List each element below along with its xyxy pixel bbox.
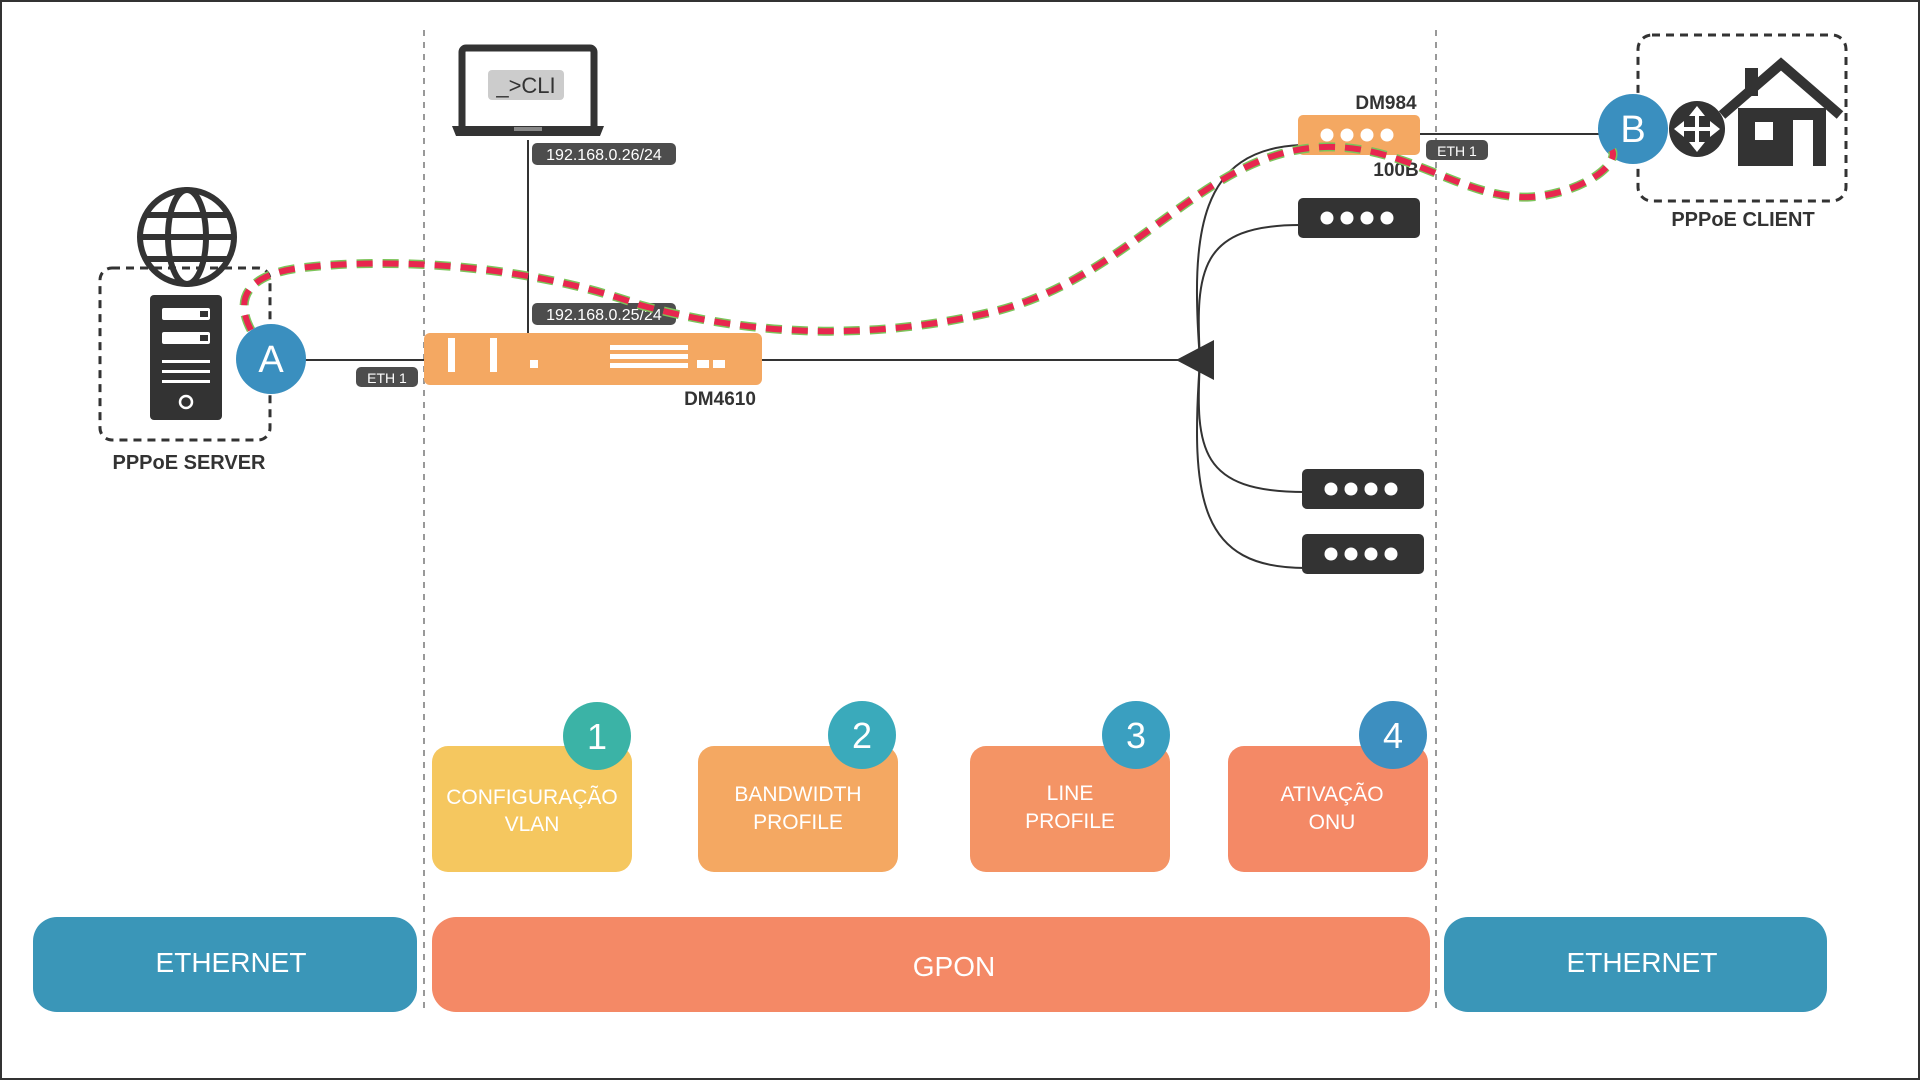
step-box (1228, 746, 1428, 872)
splitter-fiber-lines (1195, 144, 1306, 569)
marker-b-label: B (1620, 109, 1645, 151)
globe-icon (137, 187, 237, 287)
client-group: PPPoE CLIENT (1636, 33, 1848, 231)
step-1: CONFIGURAÇÃO VLAN 1 (432, 702, 632, 872)
onu-model-suffix: 100B (1373, 160, 1418, 181)
segment-bar (432, 917, 1430, 1012)
onu-name-label: DM984 (1355, 93, 1417, 114)
olt-chassis (424, 333, 762, 385)
step-line1: BANDWIDTH (734, 783, 861, 806)
step-line2: VLAN (505, 813, 560, 836)
marker-b-circle (1598, 94, 1668, 164)
step-badge (1102, 701, 1170, 769)
step-2: BANDWIDTH PROFILE 2 (698, 701, 898, 872)
segment-ethernet-left: ETHERNET (33, 917, 417, 1012)
step-badge (1359, 701, 1427, 769)
step-line2: PROFILE (753, 811, 843, 834)
laptop-ip-label: 192.168.0.26/24 (546, 147, 662, 164)
step-4: ATIVAÇÃO ONU 4 (1228, 701, 1428, 872)
step-number: 1 (587, 716, 607, 757)
laptop-icon: _>CLI (452, 44, 604, 136)
server-group: PPPoE SERVER (98, 187, 272, 474)
marker-a: A (236, 324, 306, 394)
olt-port-badge: ETH 1 (356, 367, 418, 387)
olt-ip-label: 192.168.0.25/24 (546, 307, 662, 324)
house-icon (1718, 57, 1844, 166)
step-badge (563, 702, 631, 770)
client-label: PPPoE CLIENT (1671, 209, 1814, 231)
marker-b: B (1598, 94, 1668, 164)
olt-name-label: DM4610 (684, 389, 756, 410)
step-box (970, 746, 1170, 872)
segment-ethernet-right: ETHERNET (1444, 917, 1827, 1012)
pppoe-session-path (241, 143, 1616, 335)
onu-dark-1 (1298, 198, 1420, 238)
step-line1: LINE (1047, 782, 1094, 805)
router-icon (1669, 101, 1725, 157)
step-box (698, 746, 898, 872)
olt-port-label: ETH 1 (367, 370, 407, 386)
step-number: 4 (1383, 715, 1403, 756)
server-icon (150, 295, 222, 420)
server-label: PPPoE SERVER (112, 452, 266, 474)
step-number: 2 (852, 715, 872, 756)
laptop-ip-badge: 192.168.0.26/24 (532, 143, 676, 165)
segment-bar (1444, 917, 1827, 1012)
step-line1: CONFIGURAÇÃO (446, 785, 618, 809)
onu-dark-3 (1302, 534, 1424, 574)
segment-label: ETHERNET (156, 947, 307, 978)
segment-bar (33, 917, 417, 1012)
marker-a-circle (236, 324, 306, 394)
segment-label: ETHERNET (1567, 947, 1718, 978)
onu-port-label: ETH 1 (1437, 143, 1477, 159)
step-line2: ONU (1309, 811, 1356, 834)
segment-label: GPON (913, 951, 995, 982)
splitter-icon (1176, 340, 1214, 380)
step-number: 3 (1126, 715, 1146, 756)
onu-port-badge: ETH 1 (1426, 140, 1488, 160)
marker-a-label: A (258, 339, 284, 381)
olt-device: DM4610 (424, 333, 762, 410)
step-3: LINE PROFILE 3 (970, 701, 1170, 872)
laptop-screen-text: _>CLI (495, 73, 555, 98)
onu-dark-2 (1302, 469, 1424, 509)
step-line2: PROFILE (1025, 810, 1115, 833)
step-line1: ATIVAÇÃO (1280, 782, 1383, 806)
step-badge (828, 701, 896, 769)
segment-gpon: GPON (432, 917, 1430, 1012)
step-box (432, 746, 632, 872)
